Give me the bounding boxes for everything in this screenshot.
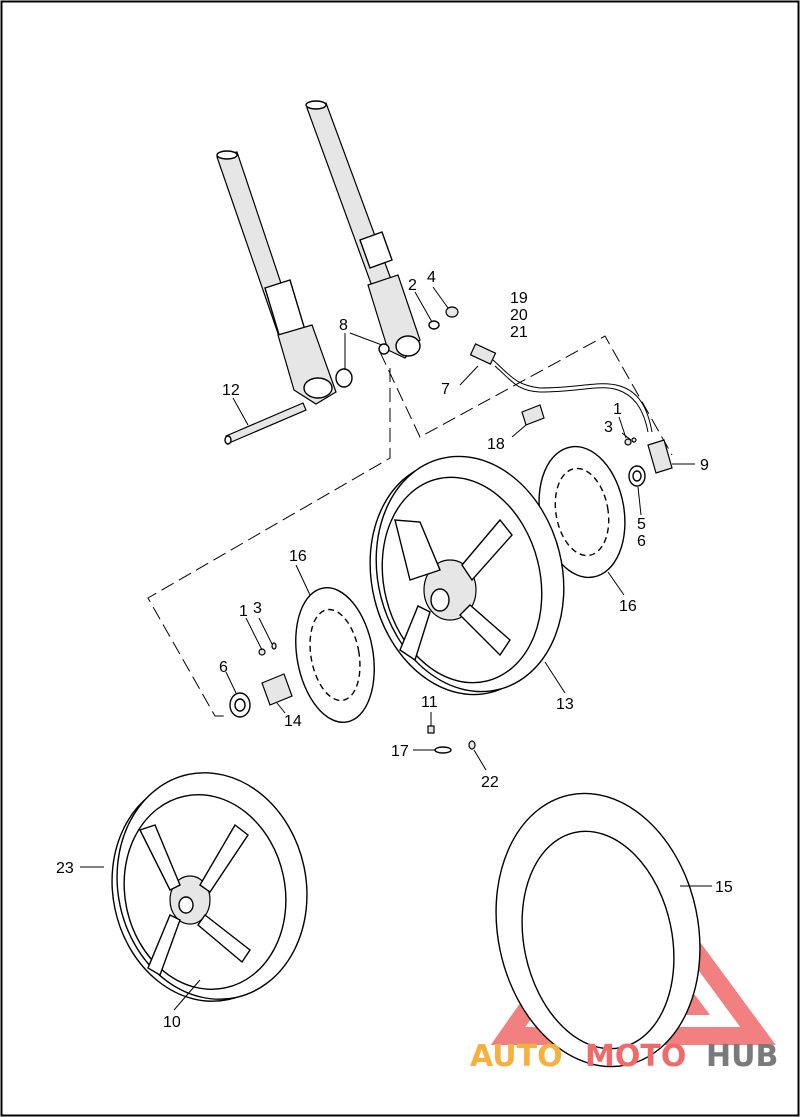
fork-hardware bbox=[335, 306, 459, 388]
callout-1-right: 1 bbox=[613, 401, 622, 418]
front-wheel-13 bbox=[369, 455, 565, 696]
callout-13: 13 bbox=[556, 696, 574, 713]
fork-leg-right bbox=[305, 100, 421, 359]
sensor-ring-bearing-right bbox=[624, 437, 673, 487]
callout-22: 22 bbox=[481, 774, 499, 791]
watermark-hub: HUB bbox=[706, 1039, 778, 1074]
callout-16-right: 16 bbox=[619, 598, 637, 615]
callout-8: 8 bbox=[339, 317, 348, 334]
axle-centerline-dashes bbox=[147, 335, 673, 717]
callout-18: 18 bbox=[487, 436, 505, 453]
callout-19: 19 bbox=[510, 290, 528, 307]
callout-9: 9 bbox=[700, 457, 709, 474]
fork-leg-left bbox=[216, 150, 337, 405]
left-hub-hardware bbox=[229, 642, 293, 718]
callout-11: 11 bbox=[421, 694, 438, 711]
callout-5: 5 bbox=[637, 516, 646, 533]
spacer-18 bbox=[521, 404, 545, 426]
callout-6-right: 6 bbox=[637, 533, 646, 550]
watermark-auto: AUTO bbox=[470, 1039, 563, 1074]
watermark-text: AUTO MOTO HUB bbox=[470, 1039, 778, 1074]
callout-20: 20 bbox=[510, 307, 528, 324]
valve-hardware bbox=[427, 725, 476, 754]
front-axle bbox=[224, 402, 307, 445]
brake-rotor-right bbox=[538, 445, 626, 579]
callout-10: 10 bbox=[163, 1014, 181, 1031]
callout-21: 21 bbox=[510, 324, 528, 341]
brake-rotor-left bbox=[295, 587, 375, 723]
callout-16-left: 16 bbox=[289, 548, 307, 565]
tire-15 bbox=[495, 792, 701, 1068]
callout-14: 14 bbox=[284, 713, 302, 730]
callout-3-right: 3 bbox=[604, 419, 613, 436]
callout-3-left: 3 bbox=[253, 600, 262, 617]
callout-6-left: 6 bbox=[219, 659, 228, 676]
callout-2: 2 bbox=[408, 277, 417, 294]
callout-1-left: 1 bbox=[239, 603, 248, 620]
watermark-moto: MOTO bbox=[585, 1039, 686, 1074]
callout-7: 7 bbox=[441, 381, 450, 398]
wheel-speed-sensor bbox=[469, 343, 653, 433]
leader-lines bbox=[80, 286, 712, 1011]
callout-23: 23 bbox=[56, 860, 74, 877]
callout-12: 12 bbox=[222, 382, 240, 399]
alternate-wheel-23 bbox=[111, 772, 308, 1002]
callout-17: 17 bbox=[391, 743, 409, 760]
callout-labels: 4 2 19 20 21 8 7 12 1 3 18 9 5 6 16 16 1… bbox=[56, 269, 733, 1031]
callout-4: 4 bbox=[427, 269, 436, 286]
callout-15: 15 bbox=[715, 879, 733, 896]
